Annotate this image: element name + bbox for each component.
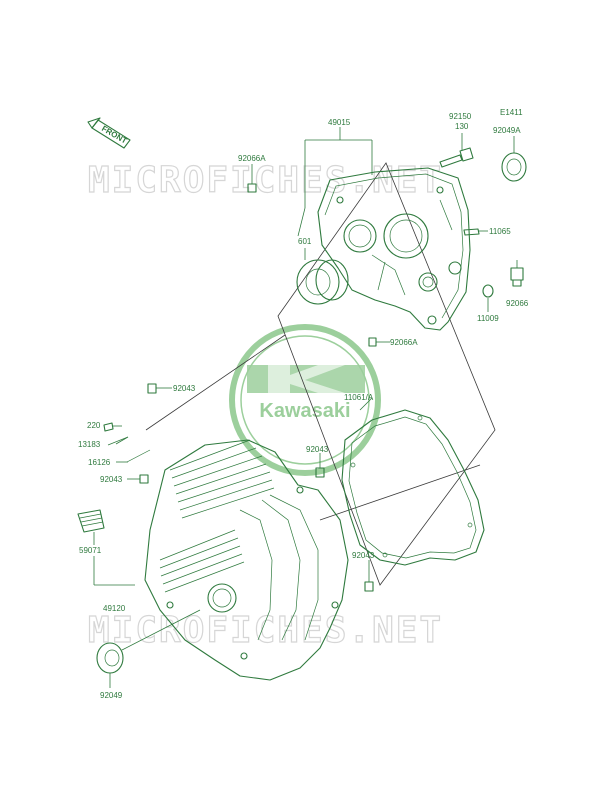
- dowel-92043-top: [147, 383, 157, 394]
- label-92043-top: 92043: [173, 384, 196, 393]
- oil-seal-92049A: [501, 152, 527, 182]
- label-11061A: 11061/A: [344, 393, 374, 402]
- label-92066A-bottom: 92066A: [390, 338, 418, 347]
- plane-lines-lower: [145, 334, 481, 521]
- bolt-92150: [439, 147, 474, 168]
- label-11065: 11065: [489, 227, 511, 236]
- dowel-92043-right: [364, 581, 374, 592]
- washer-11009: [482, 284, 494, 298]
- label-49120: 49120: [103, 604, 126, 613]
- gasket-11061A: [341, 409, 485, 566]
- label-130: 130: [455, 122, 469, 131]
- label-92049A: 92049A: [493, 126, 521, 135]
- dowel-92043-left: [139, 474, 149, 484]
- crankcase-block: [144, 439, 349, 681]
- label-16126: 16126: [88, 458, 111, 467]
- diagram-code: E1411: [500, 108, 523, 117]
- label-92043-right: 92043: [352, 551, 375, 560]
- label-92043-mid: 92043: [306, 445, 329, 454]
- pin-16126: [126, 449, 151, 463]
- label-11009: 11009: [477, 314, 499, 323]
- plug-92066: [510, 267, 524, 287]
- label-49015: 49015: [328, 118, 351, 127]
- watermark-top: MICROFICHES.NET: [88, 160, 443, 201]
- crankcase-cover: [317, 167, 471, 331]
- breather-59071: [77, 509, 105, 533]
- logo-text: Kawasaki: [259, 400, 350, 422]
- label-92066: 92066: [506, 299, 529, 308]
- plug-92066A-bottom: [368, 337, 377, 347]
- label-92049: 92049: [100, 691, 123, 700]
- label-13183: 13183: [78, 440, 101, 449]
- leader-lines-lower: [93, 387, 373, 688]
- leader-lines-upper: [251, 127, 518, 343]
- bearing-601: [296, 259, 349, 305]
- bolt-220: [103, 422, 114, 432]
- front-arrow-icon: FRONT: [87, 117, 131, 149]
- label-92150: 92150: [449, 112, 472, 121]
- label-92066A-top: 92066A: [238, 154, 266, 163]
- label-601: 601: [298, 237, 312, 246]
- label-92043-left: 92043: [100, 475, 123, 484]
- label-220: 220: [87, 421, 101, 430]
- seal-13183: [107, 436, 129, 446]
- label-59071: 59071: [79, 546, 102, 555]
- kawasaki-logo: Kawasaki: [229, 324, 381, 476]
- watermark-bottom: MICROFICHES.NET: [88, 610, 443, 651]
- pin-11065: [463, 228, 480, 236]
